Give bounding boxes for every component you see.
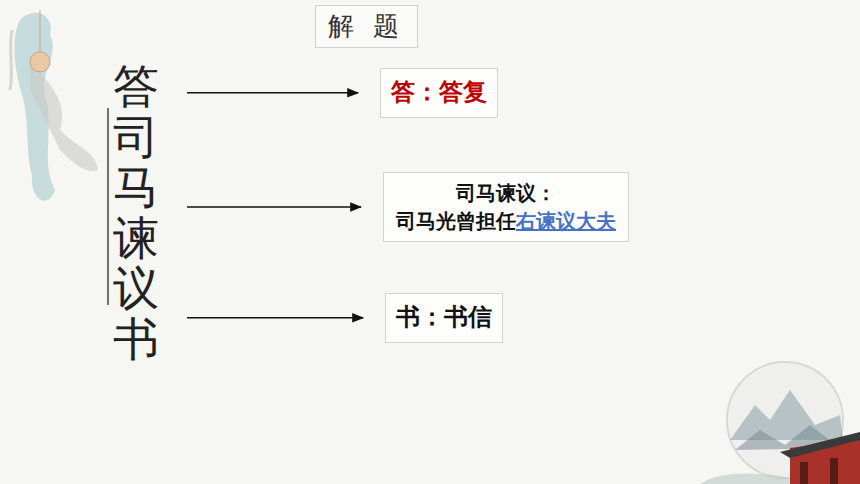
arrow-connector — [187, 206, 361, 208]
term-text: 答：答复 — [391, 79, 487, 105]
term-text: 司马谏议： — [456, 182, 556, 204]
column-title: 答司马谏议书 — [113, 62, 159, 366]
arrow-connector — [187, 92, 358, 94]
term-text: 书：书信 — [396, 304, 492, 330]
title-column: 答司马谏议书 — [113, 62, 159, 366]
definition-box: 司马谏议： 司马光曾担任右谏议大夫 — [383, 172, 629, 242]
definition-box: 书：书信 — [385, 293, 503, 343]
body-text: 司马光曾担任 — [396, 210, 516, 232]
landscape-emblem — [700, 362, 860, 484]
ink-splash — [10, 10, 98, 201]
arrow-connector — [187, 317, 363, 319]
definition-box: 答：答复 — [380, 68, 498, 118]
title: 解 题 — [315, 5, 418, 48]
column-rule — [107, 108, 109, 305]
body-text: 右谏议大夫 — [516, 210, 616, 232]
